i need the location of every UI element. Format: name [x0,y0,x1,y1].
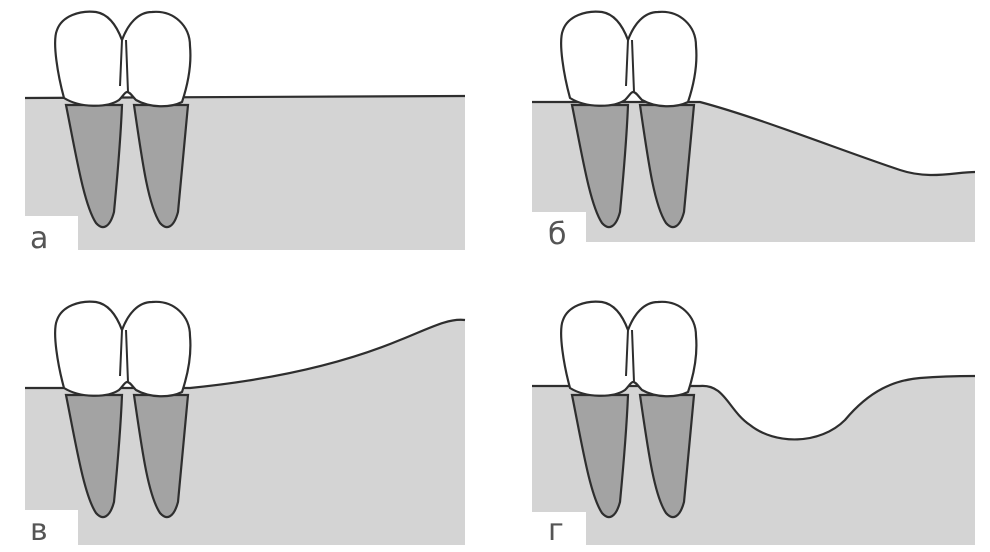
ridge-line-g [532,374,976,441]
panel-label-b: б [548,217,567,252]
panel-label-v: в [30,513,48,548]
panel-label-a: а [30,221,48,256]
panel-v: в [25,300,466,548]
panel-b: б [532,10,976,252]
bone-b [532,102,975,242]
bone-a [25,96,465,250]
bone-v [25,319,465,545]
panel-label-g: г [548,513,564,548]
panel-g: г [532,300,976,548]
ridge-line-b [532,100,976,177]
ridge-line-v [25,318,466,390]
panel-a: а [24,10,466,256]
